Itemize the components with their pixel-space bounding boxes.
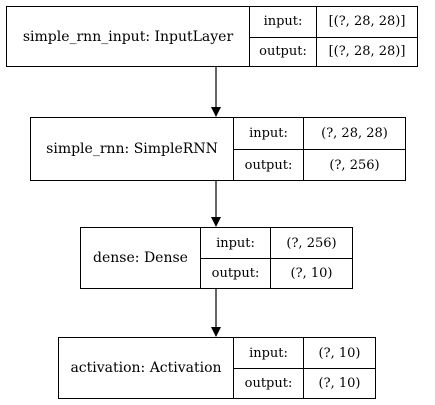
io-row-input: input: (?, 28, 28)	[234, 118, 405, 149]
io-row-input: input: (?, 256)	[201, 228, 352, 258]
output-label: output:	[250, 37, 317, 66]
io-row-output: output: (?, 10)	[201, 258, 352, 288]
layer-node-input: simple_rnn_input: InputLayer input: [(?,…	[6, 6, 418, 67]
layer-node-simple-rnn: simple_rnn: SimpleRNN input: (?, 28, 28)…	[30, 117, 406, 181]
input-shape: (?, 10)	[318, 345, 361, 361]
io-row-output: output: [(?, 28, 28)]	[250, 36, 417, 66]
input-label: input:	[250, 7, 317, 37]
layer-io-table: input: [(?, 28, 28)] output: [(?, 28, 28…	[250, 7, 417, 66]
io-row-output: output: (?, 10)	[234, 368, 375, 398]
layer-name: simple_rnn_input: InputLayer	[7, 7, 250, 66]
layer-io-table: input: (?, 256) output: (?, 10)	[201, 228, 352, 288]
input-label: input:	[234, 118, 304, 149]
io-row-input: input: (?, 10)	[234, 338, 375, 368]
output-shape: (?, 256)	[329, 157, 380, 173]
output-label: output:	[234, 150, 304, 180]
output-shape: (?, 10)	[290, 266, 333, 281]
input-shape: [(?, 28, 28)]	[328, 14, 406, 30]
output-shape: (?, 10)	[318, 376, 361, 391]
layer-io-table: input: (?, 10) output: (?, 10)	[234, 338, 375, 398]
input-label: input:	[201, 228, 271, 258]
layer-io-table: input: (?, 28, 28) output: (?, 256)	[234, 118, 405, 180]
io-row-input: input: [(?, 28, 28)]	[250, 7, 417, 37]
output-shape: [(?, 28, 28)]	[328, 44, 406, 60]
layer-name: simple_rnn: SimpleRNN	[31, 118, 234, 180]
output-label: output:	[234, 369, 304, 398]
input-label: input:	[234, 338, 304, 368]
layer-name: activation: Activation	[59, 338, 234, 398]
input-shape: (?, 256)	[286, 235, 337, 251]
layer-node-activation: activation: Activation input: (?, 10) ou…	[58, 337, 376, 399]
input-shape: (?, 28, 28)	[321, 126, 388, 141]
layer-name: dense: Dense	[81, 228, 201, 288]
output-label: output:	[201, 259, 271, 288]
layer-node-dense: dense: Dense input: (?, 256) output: (?,…	[80, 227, 353, 289]
io-row-output: output: (?, 256)	[234, 149, 405, 180]
